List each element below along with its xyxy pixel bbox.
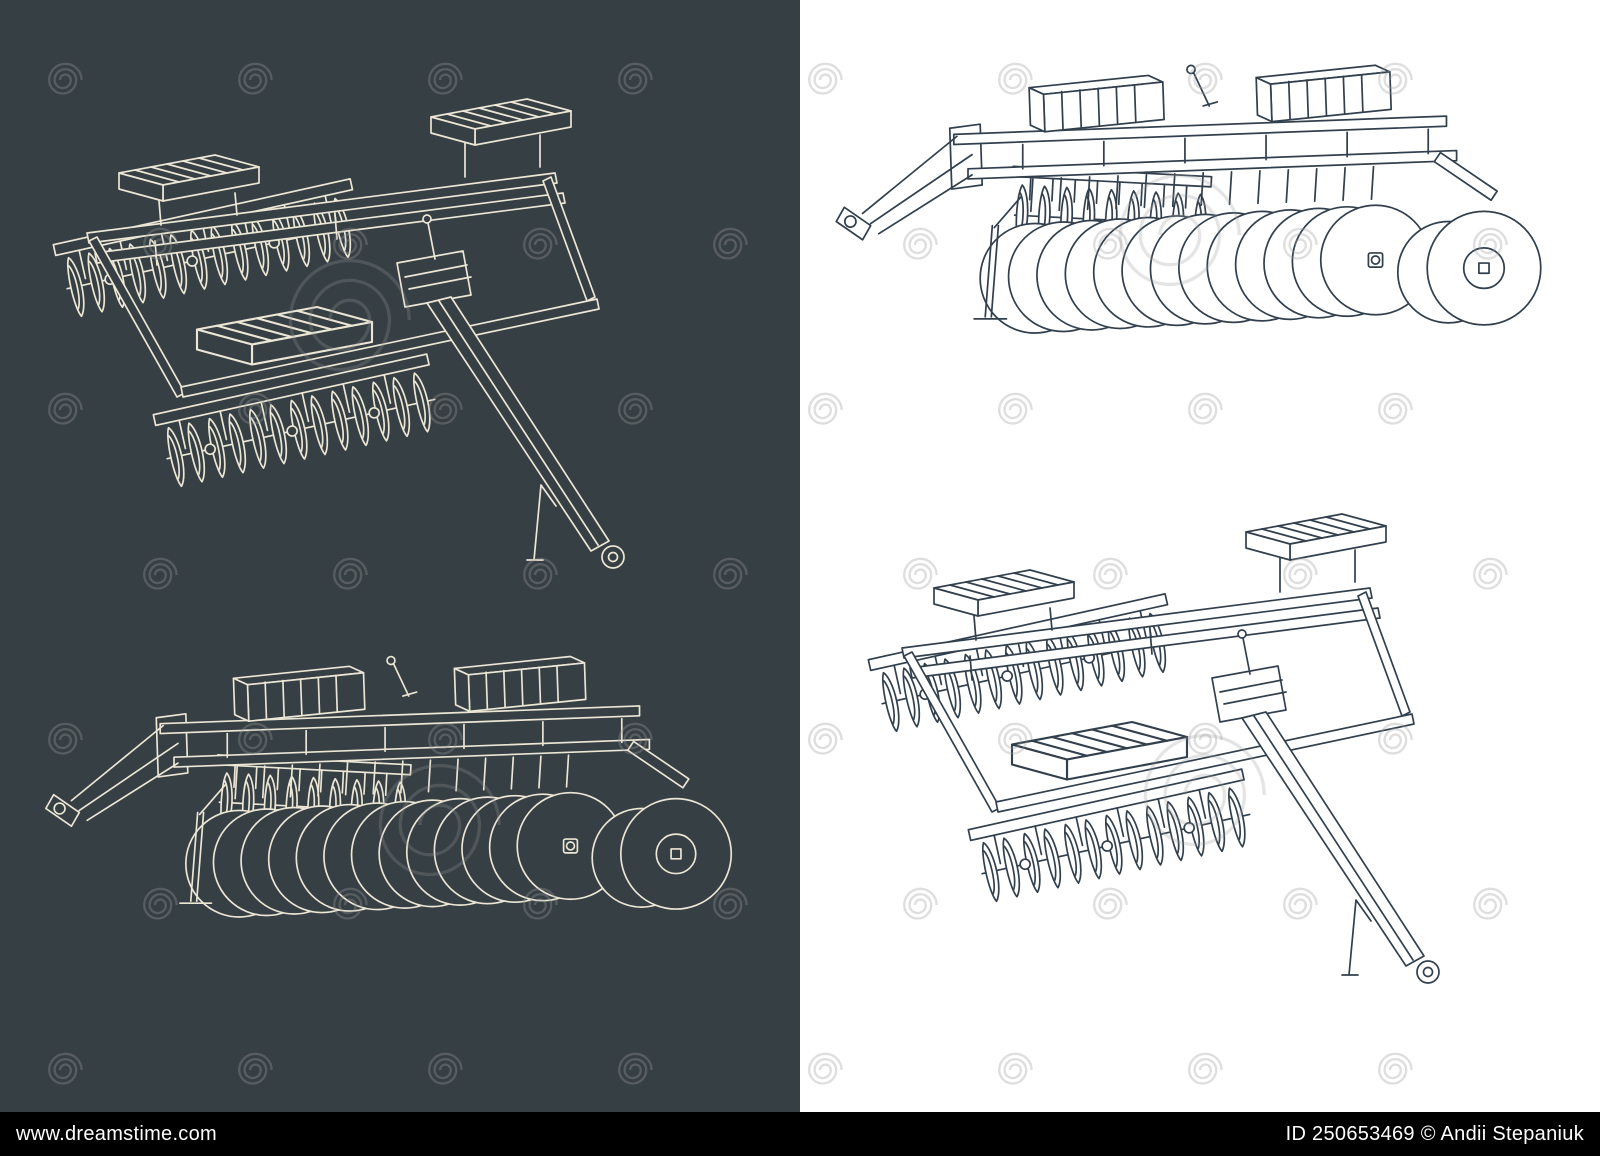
- credit-bar: www.dreamstime.com ID 250653469 © Andii …: [0, 1112, 1600, 1156]
- blueprint-iso-light: [850, 470, 1510, 1050]
- blueprint-front-light: [820, 48, 1560, 393]
- blueprint-iso-dark: [35, 55, 695, 635]
- image-credit-text: ID 250653469 © Andii Stepaniuk: [1285, 1122, 1584, 1145]
- watermark-site-text: www.dreamstime.com: [16, 1122, 217, 1145]
- blueprint-front-dark: [30, 640, 750, 975]
